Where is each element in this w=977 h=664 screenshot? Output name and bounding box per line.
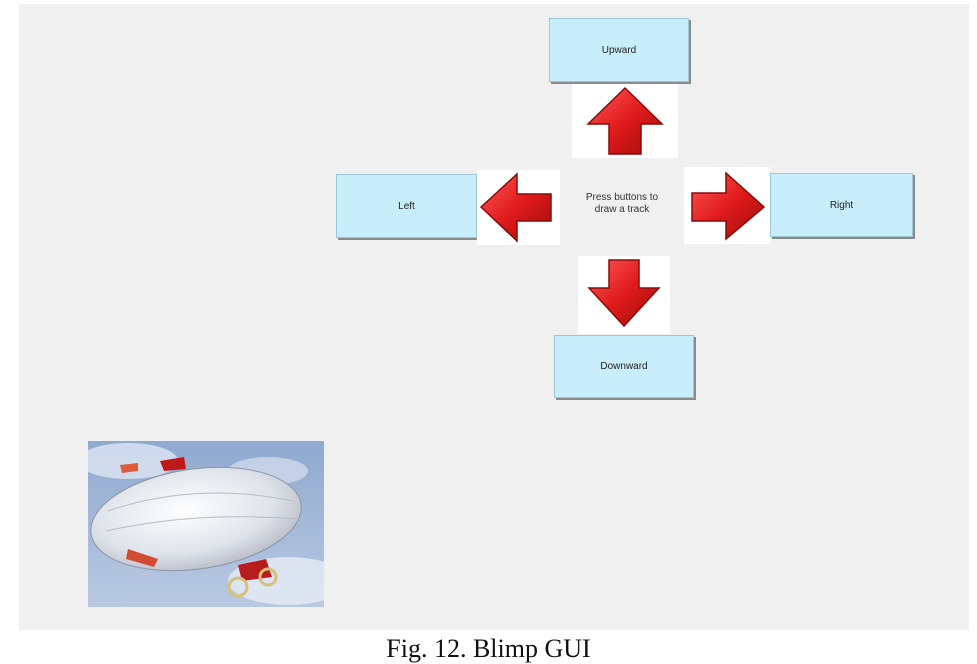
downward-button[interactable]: Downward bbox=[554, 335, 694, 398]
instruction-text: Press buttons to draw a track bbox=[585, 192, 659, 215]
blimp-photo bbox=[88, 441, 324, 607]
arrow-left-icon bbox=[477, 170, 560, 245]
figure-caption: Fig. 12. Blimp GUI bbox=[386, 634, 591, 663]
arrow-up-icon bbox=[572, 84, 678, 158]
upward-button[interactable]: Upward bbox=[549, 18, 689, 82]
arrow-right-icon bbox=[684, 167, 770, 244]
arrow-down-icon bbox=[578, 256, 670, 334]
left-button[interactable]: Left bbox=[336, 174, 477, 238]
right-button[interactable]: Right bbox=[770, 173, 913, 237]
